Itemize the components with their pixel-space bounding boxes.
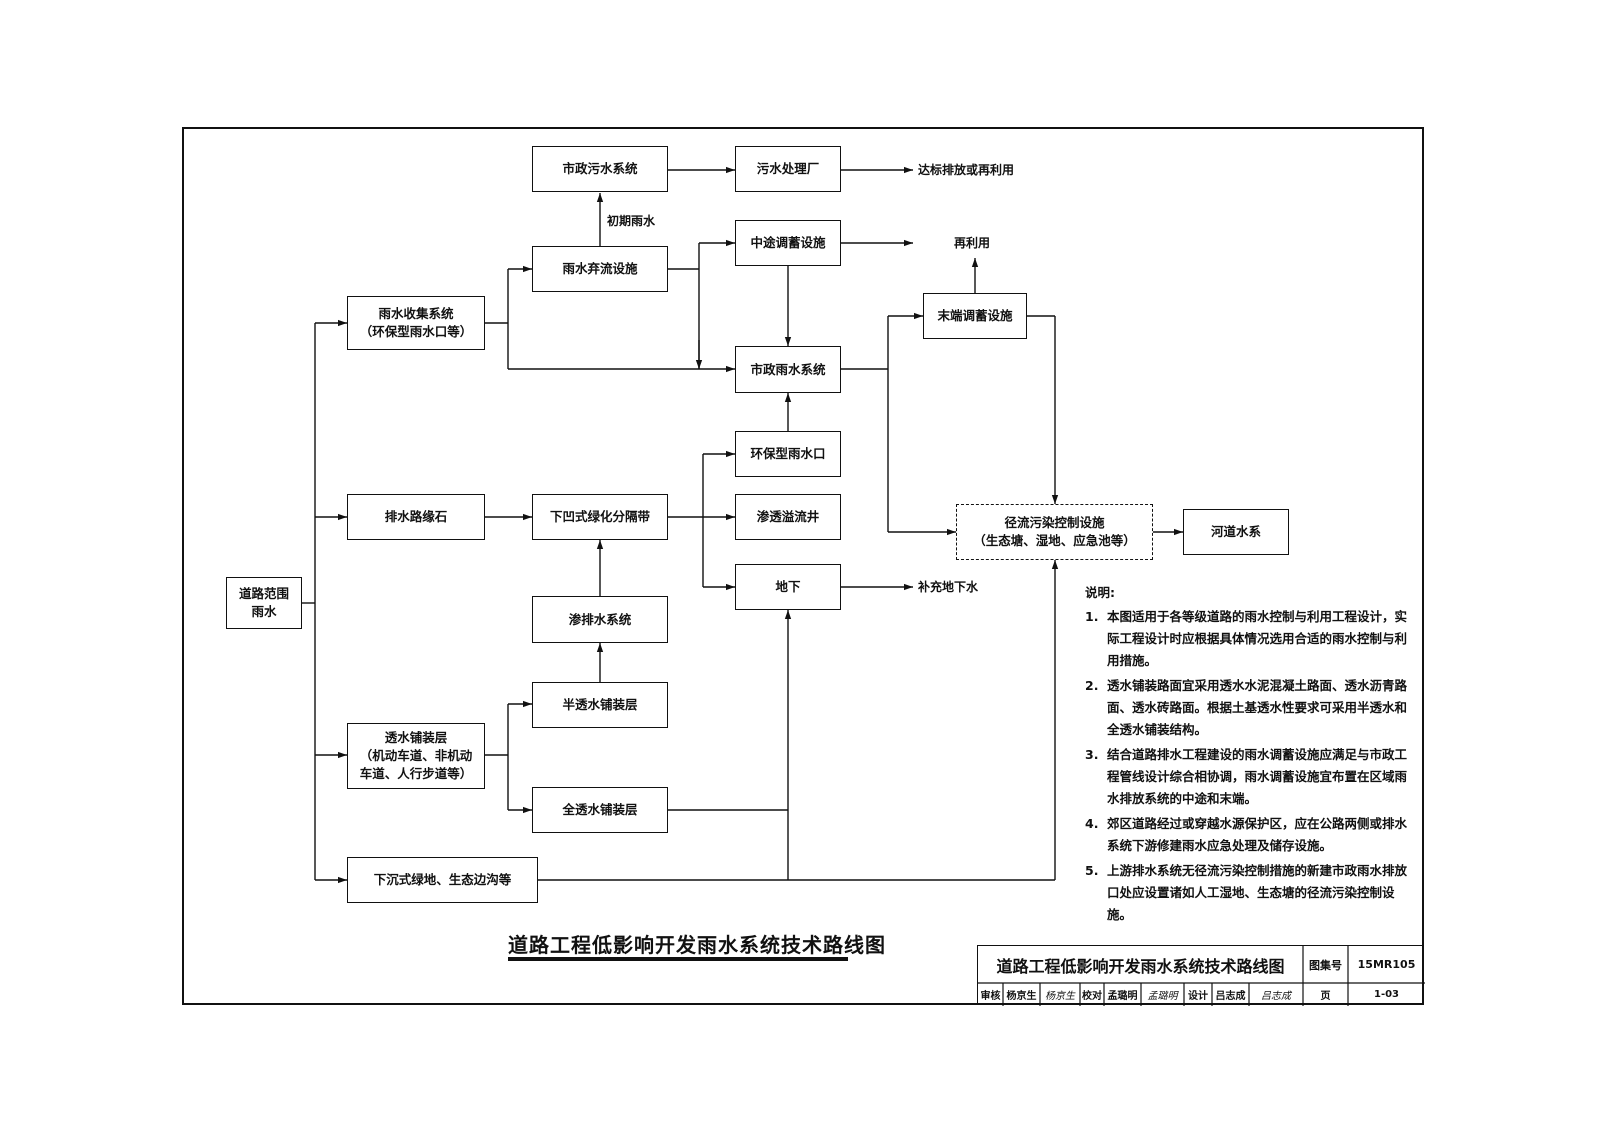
box-diversion-facility: 雨水弃流设施 (532, 246, 668, 292)
box-line: 雨水收集系统 (378, 306, 454, 321)
box-runoff-pollution-control: 径流污染控制设施 （生态塘、湿地、应急池等） (956, 504, 1153, 560)
title-block-title: 道路工程低影响开发雨水系统技术路线图 (996, 956, 1285, 976)
note-text: 结合道路排水工程建设的雨水调蓄设施应满足与市政工程管线设计综合相协调，雨水调蓄设… (1107, 747, 1408, 806)
box-rain-collection-system: 雨水收集系统 （环保型雨水口等） (347, 296, 485, 350)
box-line: 透水铺装层 (384, 730, 448, 745)
title-block: 道路工程低影响开发雨水系统技术路线图 图集号 15MR105 审核 杨京生 杨京… (977, 945, 1425, 1006)
box-line: 径流污染控制设施 (1004, 515, 1105, 530)
box-full-pervious-layer: 全透水铺装层 (532, 787, 668, 833)
review-label: 审核 (980, 991, 1001, 1002)
box-line: 末端调蓄设施 (937, 308, 1013, 323)
reviewer-signature: 杨京生 (1045, 991, 1075, 1002)
note-number: 3. (1085, 747, 1099, 762)
label-recharge-groundwater: 补充地下水 (918, 580, 979, 594)
box-line: 渗透溢流井 (756, 509, 820, 524)
checker-name: 孟璐明 (1107, 991, 1138, 1002)
box-drainage-curb: 排水路缘石 (347, 494, 485, 540)
box-line: （环保型雨水口等） (359, 324, 473, 339)
label-initial-rainwater: 初期雨水 (607, 214, 656, 228)
drawing-title: 道路工程低影响开发雨水系统技术路线图 (508, 933, 886, 957)
notes-section: 说明: 1. 本图适用于各等级道路的雨水控制与利用工程设计，实际工程设计时应根据… (1085, 582, 1415, 929)
label-discharge-or-reuse: 达标排放或再利用 (918, 163, 1015, 177)
box-sunken-green-swale: 下沉式绿地、生态边沟等 (347, 857, 538, 903)
box-line: 河道水系 (1210, 524, 1261, 539)
note-item: 4. 郊区道路经过或穿越水源保护区，应在公路两侧或排水系统下游修建雨水应急处理及… (1085, 813, 1415, 857)
box-semi-pervious-layer: 半透水铺装层 (532, 682, 668, 728)
box-line: 下沉式绿地、生态边沟等 (373, 872, 512, 887)
box-line: 市政雨水系统 (750, 361, 826, 377)
box-municipal-sewage-system: 市政污水系统 (532, 146, 668, 192)
note-item: 1. 本图适用于各等级道路的雨水控制与利用工程设计，实际工程设计时应根据具体情况… (1085, 606, 1415, 672)
note-number: 1. (1085, 609, 1099, 624)
design-label: 设计 (1188, 991, 1208, 1002)
designer-name: 吕志成 (1215, 991, 1246, 1002)
checker-signature: 孟璐明 (1147, 991, 1178, 1002)
box-line: 下凹式绿化分隔带 (549, 509, 650, 524)
note-text: 本图适用于各等级道路的雨水控制与利用工程设计，实际工程设计时应根据具体情况选用合… (1107, 609, 1408, 668)
box-line: 车道、人行步道等） (359, 766, 473, 781)
box-line: 地下 (775, 579, 801, 594)
box-municipal-storm-system: 市政雨水系统 (735, 346, 841, 393)
box-line: 环保型雨水口 (750, 446, 826, 461)
designer-signature: 吕志成 (1261, 991, 1291, 1002)
box-line: 污水处理厂 (756, 161, 820, 176)
reviewer-name: 杨京生 (1006, 991, 1037, 1002)
page-label: 页 (1320, 991, 1331, 1002)
box-river-system: 河道水系 (1183, 509, 1289, 555)
atlas-number-label: 图集号 (1309, 958, 1342, 972)
page-number: 1-03 (1373, 989, 1400, 1000)
note-item: 2. 透水铺装路面宜采用透水水泥混凝土路面、透水沥青路面、透水砖路面。根据土基透… (1085, 675, 1415, 741)
atlas-number: 15MR105 (1357, 958, 1416, 971)
box-road-rain: 道路范围 雨水 (226, 577, 302, 629)
box-seepage-drainage-system: 渗排水系统 (532, 596, 668, 643)
box-line: （生态塘、湿地、应急池等） (973, 533, 1136, 548)
note-item: 3. 结合道路排水工程建设的雨水调蓄设施应满足与市政工程管线设计综合相协调，雨水… (1085, 744, 1415, 810)
box-midway-storage: 中途调蓄设施 (735, 220, 841, 266)
check-label: 校对 (1082, 991, 1102, 1002)
box-eco-rain-inlet: 环保型雨水口 (735, 431, 841, 477)
note-number: 4. (1085, 816, 1099, 831)
note-text: 透水铺装路面宜采用透水水泥混凝土路面、透水沥青路面、透水砖路面。根据土基透水性要… (1107, 678, 1408, 737)
box-end-storage: 末端调蓄设施 (923, 293, 1027, 339)
note-text: 郊区道路经过或穿越水源保护区，应在公路两侧或排水系统下游修建雨水应急处理及储存设… (1107, 816, 1408, 853)
box-pervious-pavement-layer: 透水铺装层 （机动车道、非机动 车道、人行步道等） (347, 723, 485, 789)
title-underline (508, 957, 848, 961)
box-line: 雨水弃流设施 (562, 261, 638, 276)
note-item: 5. 上游排水系统无径流污染控制措施的新建市政雨水排放口处应设置诸如人工湿地、生… (1085, 860, 1415, 926)
note-number: 5. (1085, 863, 1099, 878)
box-line: 全透水铺装层 (562, 802, 638, 817)
box-infiltration-overflow-well: 渗透溢流井 (735, 494, 841, 540)
box-line: （机动车道、非机动 (359, 748, 473, 763)
note-number: 2. (1085, 678, 1099, 693)
box-line: 道路范围 (238, 586, 289, 601)
box-line: 排水路缘石 (384, 509, 448, 524)
box-underground: 地下 (735, 564, 841, 610)
box-line: 渗排水系统 (568, 611, 632, 627)
box-line: 市政污水系统 (562, 161, 638, 176)
note-text: 上游排水系统无径流污染控制措施的新建市政雨水排放口处应设置诸如人工湿地、生态塘的… (1107, 863, 1408, 922)
box-line: 中途调蓄设施 (750, 235, 826, 250)
notes-heading: 说明: (1085, 585, 1115, 600)
title-block-grid (978, 946, 1425, 1006)
box-line: 半透水铺装层 (562, 697, 638, 712)
box-sunken-green-belt: 下凹式绿化分隔带 (532, 494, 668, 540)
box-line: 雨水 (251, 604, 277, 619)
box-sewage-plant: 污水处理厂 (735, 146, 841, 192)
label-reuse: 再利用 (954, 236, 991, 250)
drawing-frame (182, 127, 1424, 1005)
